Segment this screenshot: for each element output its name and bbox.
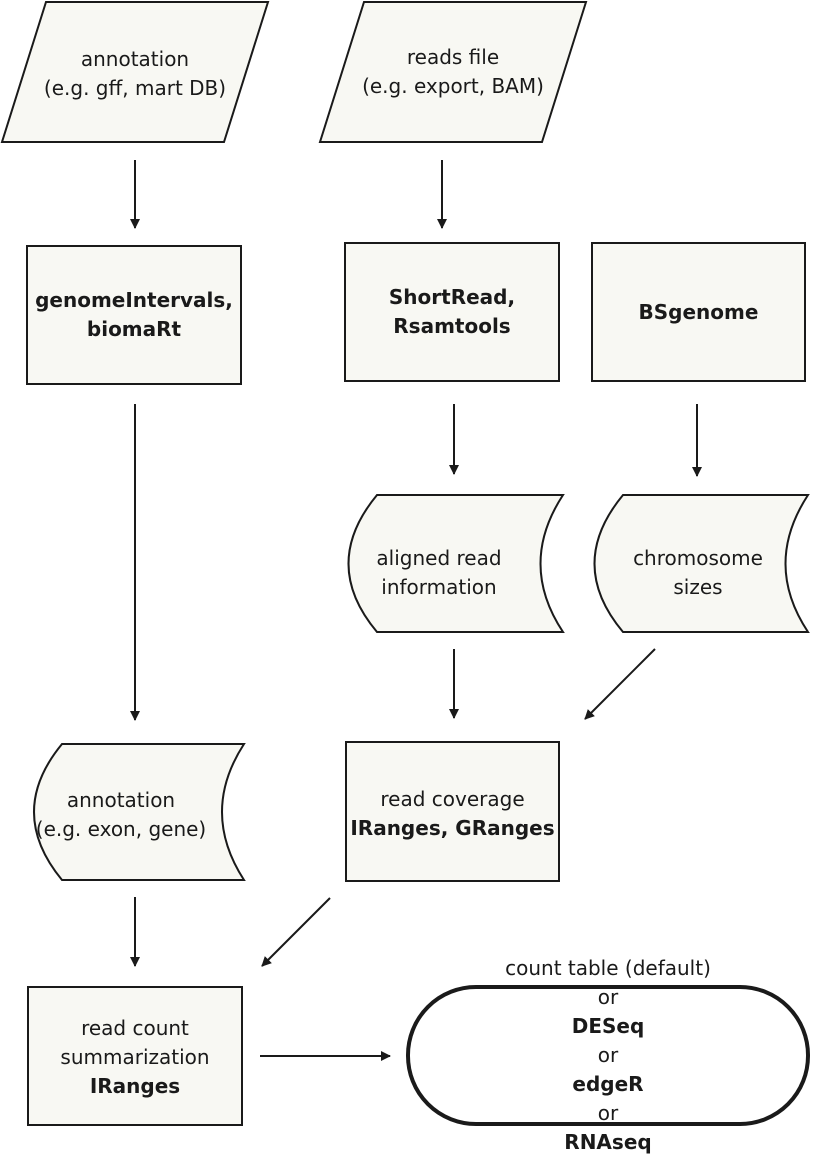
- annotation-output-shape: [33, 743, 246, 881]
- genomeintervals-box: [26, 245, 242, 385]
- bsgenome-label: BSgenome: [592, 297, 805, 327]
- shortread-box: [344, 242, 560, 382]
- chromosome-sizes-label: chromosome sizes: [592, 543, 804, 603]
- edger-label: edgeR: [572, 1071, 644, 1096]
- chromosome-sizes-line2: sizes: [673, 575, 723, 599]
- arrow-chromosome-to-coverage: [584, 648, 656, 720]
- read-count-line1: read count: [81, 1015, 189, 1040]
- rnaseq-label: RNAseq: [564, 1129, 652, 1154]
- annotation-input-shape: [0, 1, 270, 143]
- annotation-input-label: annotation (e.g. gff, mart DB): [30, 44, 240, 104]
- annotation-input-line1: annotation: [80, 47, 190, 71]
- shortread-line2: Rsamtools: [393, 314, 511, 338]
- reads-file-line1: reads file: [406, 45, 500, 69]
- annotation-input-line2: (e.g. gff, mart DB): [43, 76, 227, 100]
- aligned-read-shape: [347, 494, 565, 633]
- reads-file-label: reads file (e.g. export, BAM): [348, 42, 558, 102]
- shortread-line1: ShortRead,: [388, 285, 516, 309]
- or-separator: or: [591, 1042, 625, 1067]
- chromosome-sizes-shape: [593, 494, 810, 633]
- count-table-line3: DESeq or edgeR or RNAseq: [564, 1012, 651, 1157]
- annotation-output-label: annotation (e.g. exon, gene): [18, 785, 224, 845]
- reads-file-line2: (e.g. export, BAM): [362, 74, 544, 98]
- shortread-label: ShortRead, Rsamtools: [345, 282, 559, 342]
- read-coverage-label: read coverage IRanges, GRanges: [346, 784, 559, 844]
- bsgenome-box: [591, 242, 806, 382]
- deseq-label: DESeq: [571, 1013, 645, 1038]
- annotation-output-line1: annotation: [66, 788, 176, 812]
- reads-file-shape: [318, 1, 588, 143]
- read-coverage-line1: read coverage: [380, 787, 525, 811]
- arrow-coverage-to-readcount: [261, 897, 331, 967]
- genomeintervals-label: genomeIntervals, biomaRt: [27, 285, 241, 345]
- aligned-read-line1: aligned read: [376, 546, 502, 570]
- aligned-read-label: aligned read information: [345, 543, 533, 603]
- read-coverage-box: [345, 741, 560, 882]
- annotation-output-line2: (e.g. exon, gene): [35, 817, 207, 841]
- read-count-box: [27, 986, 243, 1126]
- or-separator: or: [591, 1100, 625, 1125]
- genomeintervals-line2: biomaRt: [86, 317, 182, 341]
- read-count-line2: summarization: [60, 1044, 210, 1069]
- count-table-terminal: [406, 985, 810, 1126]
- count-table-line2: or: [597, 984, 619, 1009]
- flowchart: [0, 1, 810, 1126]
- count-table-label: count table (default) or DESeq or edgeR …: [408, 956, 808, 1154]
- aligned-read-line2: information: [381, 575, 497, 599]
- bsgenome-line1: BSgenome: [638, 299, 759, 324]
- read-count-label: read count summarization IRanges: [28, 1012, 242, 1102]
- chromosome-sizes-line1: chromosome: [633, 546, 763, 570]
- read-count-line3: IRanges: [89, 1073, 181, 1098]
- genomeintervals-line1: genomeIntervals,: [35, 288, 233, 312]
- read-coverage-line2: IRanges, GRanges: [350, 816, 555, 840]
- count-table-line1: count table (default): [505, 955, 711, 980]
